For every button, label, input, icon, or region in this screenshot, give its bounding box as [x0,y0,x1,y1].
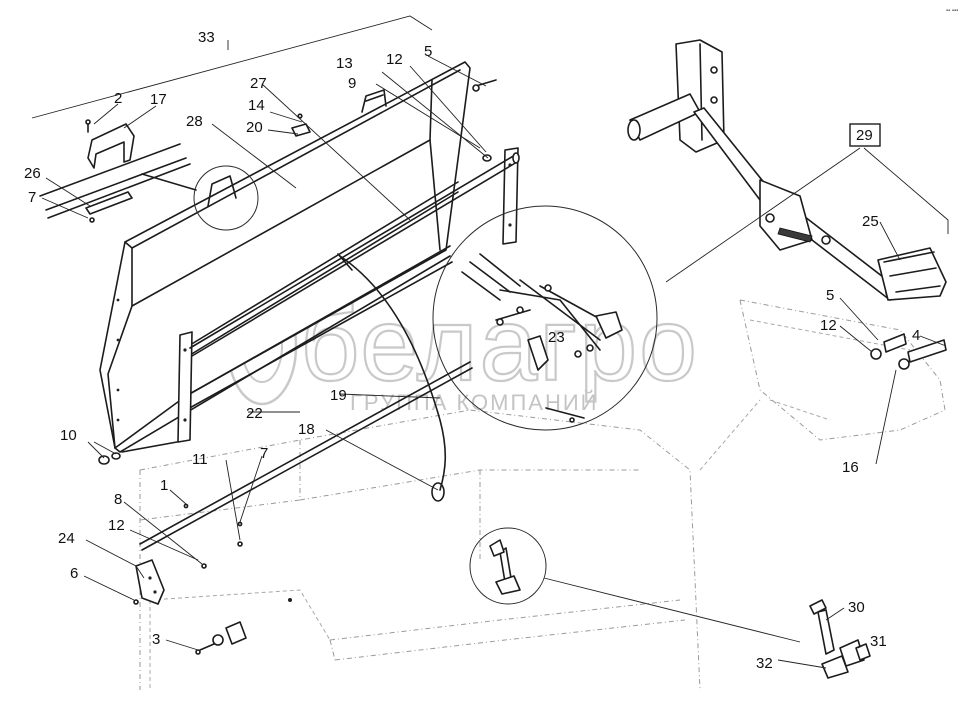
callout-label: 25 [862,213,879,230]
bottom-left-parts [133,503,292,655]
callout-label: 27 [250,75,267,92]
cable-assembly [139,253,473,551]
detail-circle-latch [432,205,658,431]
watermark-brand: белагро [300,287,699,403]
corner-mark: ▪▪ ▪▪▪ [946,8,958,14]
callout-label: 12 [386,51,403,68]
hood-panel [98,61,520,465]
callout-label: 1 [160,477,168,494]
callout-label: 12 [108,517,125,534]
callout-label: 5 [826,287,834,304]
callout-label: 28 [186,113,203,130]
callout-label: 19 [330,387,347,404]
callout-label: 20 [246,119,263,136]
callout-labels: 33 2 17 27 13 12 5 9 14 20 28 26 7 25 5 … [24,29,920,672]
callout-label: 22 [246,405,263,422]
frame-label: 29 [856,127,873,144]
callout-label: 17 [150,91,167,108]
latch-detail [469,527,871,679]
callout-label: 10 [60,427,77,444]
callout-label: 16 [842,459,859,476]
callout-label: 33 [198,29,215,46]
callout-label: 7 [28,189,36,206]
callout-label: 11 [192,451,208,468]
callout-label: 8 [114,491,122,508]
callout-label: 24 [58,530,75,547]
callout-label: 9 [348,75,356,92]
callout-label: 2 [114,90,122,107]
callout-label: 12 [820,317,837,334]
callout-label: 13 [336,55,353,72]
callout-label: 31 [870,633,887,650]
callout-label: 26 [24,165,41,182]
frame-label-box [849,123,881,147]
callout-label: 7 [260,445,268,462]
lever-mechanism [627,39,947,370]
handle-assembly [39,119,259,231]
callout-label: 5 [424,43,432,60]
callout-label: 14 [248,97,265,114]
callout-label: 30 [848,599,865,616]
callout-label: 6 [70,565,78,582]
leader-lines [31,15,949,669]
callout-label: 23 [548,329,565,346]
callout-label: 18 [298,421,315,438]
callout-label: 4 [912,327,920,344]
callout-label: 32 [756,655,773,672]
background-machine-outline [139,299,946,691]
callout-label: 3 [152,631,160,648]
